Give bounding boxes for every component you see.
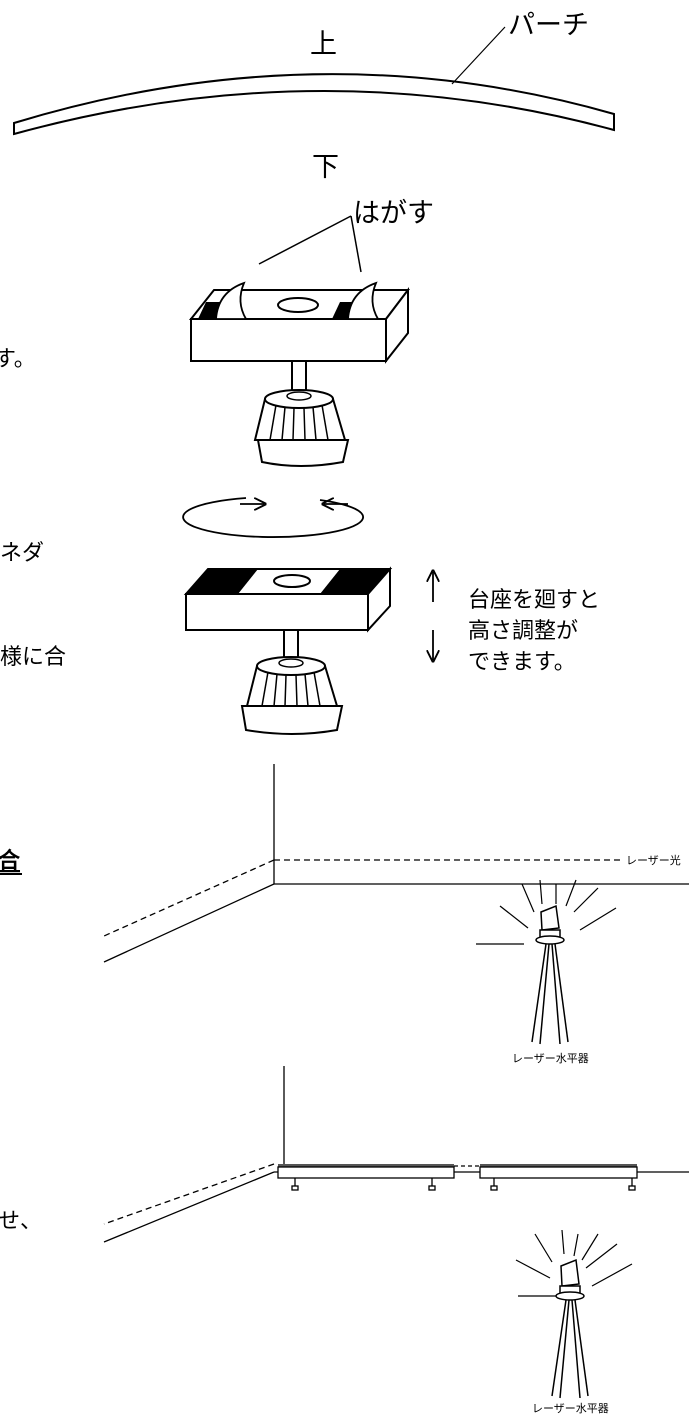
perch-leader-line <box>451 26 506 85</box>
installed-perch-left <box>277 1164 480 1191</box>
adjust-text-line1: 台座を廻すと <box>468 588 600 613</box>
laser-level-label-1: レーザー水平器 <box>512 1052 589 1065</box>
room-corner-2 <box>103 1066 689 1243</box>
laser-light-label: レーザー光 <box>626 853 681 867</box>
cut-text-2: ネダ <box>0 541 44 566</box>
adjust-text-line2: 高さ調整が <box>468 619 578 644</box>
laser-level-2 <box>515 1229 633 1399</box>
adjuster-height <box>183 566 393 735</box>
cut-text-5: 。 <box>0 1115 12 1140</box>
laser-level-1 <box>476 879 617 1045</box>
cut-text-1: す。 <box>0 347 36 372</box>
installed-perch-right <box>479 1164 638 1191</box>
cut-text-4: 合 <box>0 848 21 874</box>
perch-board <box>13 73 615 136</box>
cut-text-6: せ、 <box>0 1209 42 1234</box>
cut-text-3: 様に合 <box>0 645 66 670</box>
rotation-indicator <box>182 497 364 538</box>
peeling-tape-right <box>347 281 380 320</box>
peel-leader-left <box>258 215 352 265</box>
bottom-label: 下 <box>312 152 339 183</box>
adjuster-with-tape <box>188 281 411 467</box>
peel-label: はがす <box>353 198 434 229</box>
top-label: 上 <box>310 29 337 60</box>
laser-level-label-2: レーザー水平器 <box>532 1402 609 1414</box>
room-corner-1 <box>103 764 689 963</box>
adjust-text-line3: できます。 <box>468 650 576 675</box>
peel-leader-right <box>350 215 362 273</box>
perch-label: パーチ <box>508 10 589 41</box>
peeling-tape-left <box>215 281 248 320</box>
